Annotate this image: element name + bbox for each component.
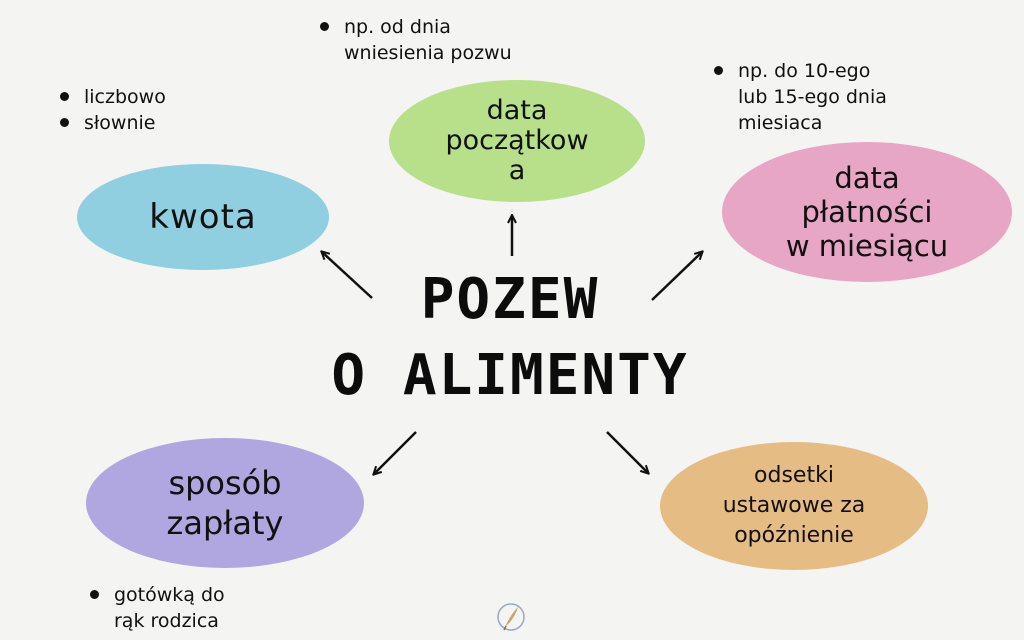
note-item: gotówką do rąk rodzica	[88, 582, 225, 634]
central-title: POZEW O ALIMENTY	[331, 267, 689, 408]
node-data-poczatkowa: data początkow a	[389, 80, 645, 202]
note-item: np. do 10-ego lub 15-ego dnia miesiaca	[712, 58, 887, 136]
node-kwota-label: kwota	[149, 197, 257, 237]
arrow-to-sposob-zaplaty	[374, 431, 417, 474]
node-data-poczatkowa-label: data początkow a	[445, 95, 589, 186]
arrow-to-odsetki	[606, 431, 648, 473]
note-item: np. od dnia wniesienia pozwu	[318, 14, 512, 66]
node-sposob-zaplaty-label: sposób zapłaty	[166, 464, 284, 542]
node-odsetki: odsetki ustawowe za opóźnienie	[660, 442, 928, 570]
node-kwota: kwota	[77, 164, 329, 270]
note-item: liczbowo	[58, 84, 166, 110]
note-item: słownie	[58, 110, 166, 136]
quill-feather-icon	[497, 603, 525, 631]
arrow-to-kwota	[322, 252, 373, 299]
node-odsetki-label: odsetki ustawowe za opóźnienie	[722, 463, 866, 548]
notes-sposob-zaplaty: gotówką do rąk rodzica	[88, 582, 225, 634]
node-data-platnosci: data płatności w miesiącu	[722, 142, 1012, 282]
notes-data-poczatkowa: np. od dnia wniesienia pozwu	[318, 14, 512, 66]
notes-kwota: liczbowo słownie	[58, 84, 166, 136]
notes-data-platnosci: np. do 10-ego lub 15-ego dnia miesiaca	[712, 58, 887, 136]
node-data-platnosci-label: data płatności w miesiącu	[785, 161, 949, 263]
node-sposob-zaplaty: sposób zapłaty	[86, 438, 364, 568]
arrow-to-data-platnosci	[651, 252, 702, 301]
